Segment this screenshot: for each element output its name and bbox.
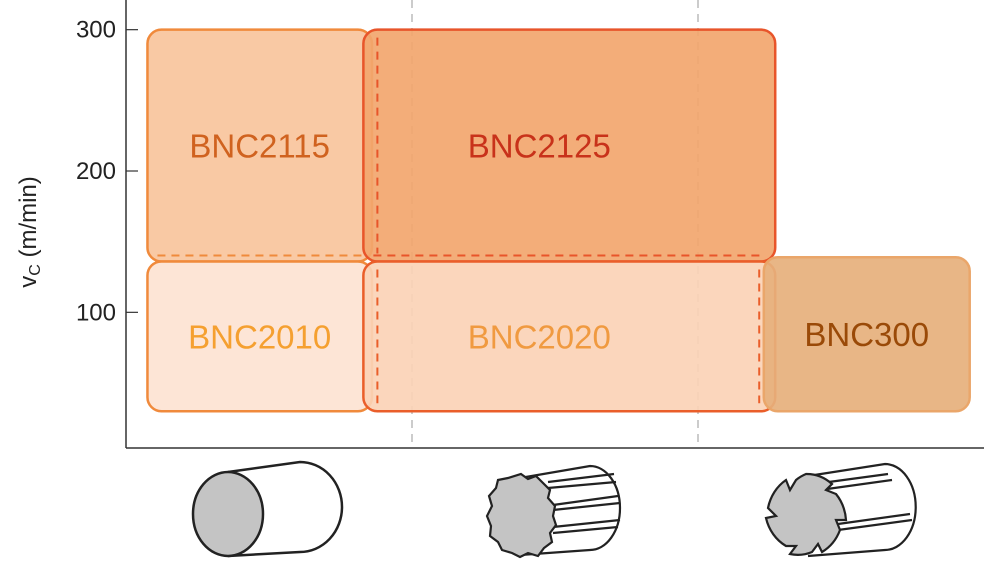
y-axis-label: vC (m/min) <box>15 176 44 288</box>
y-tick-label: 300 <box>76 17 116 44</box>
y-tick-label: 200 <box>76 158 116 185</box>
box-bnc2125: BNC2125 <box>362 28 777 263</box>
box-label: BNC2010 <box>188 318 331 355</box>
box-label: BNC2115 <box>189 128 330 165</box>
box-label: BNC2125 <box>468 128 611 165</box>
multi-groove-cylinder-icon <box>485 464 622 559</box>
plain-cylinder-icon <box>191 460 344 558</box>
box-rect <box>762 255 971 413</box>
box-bnc300: BNC300 <box>762 255 971 413</box>
box-bnc2115: BNC2115 <box>146 28 374 263</box>
y-ticks: 100 200 300 <box>76 17 138 326</box>
box-label: BNC300 <box>804 316 929 353</box>
box-bnc2020: BNC2020 <box>362 260 777 413</box>
box-bnc2010: BNC2010 <box>146 260 374 413</box>
axes <box>125 0 984 449</box>
four-notch-cylinder-icon <box>764 462 917 558</box>
box-label: BNC2020 <box>468 318 611 355</box>
y-tick-label: 100 <box>76 299 116 326</box>
